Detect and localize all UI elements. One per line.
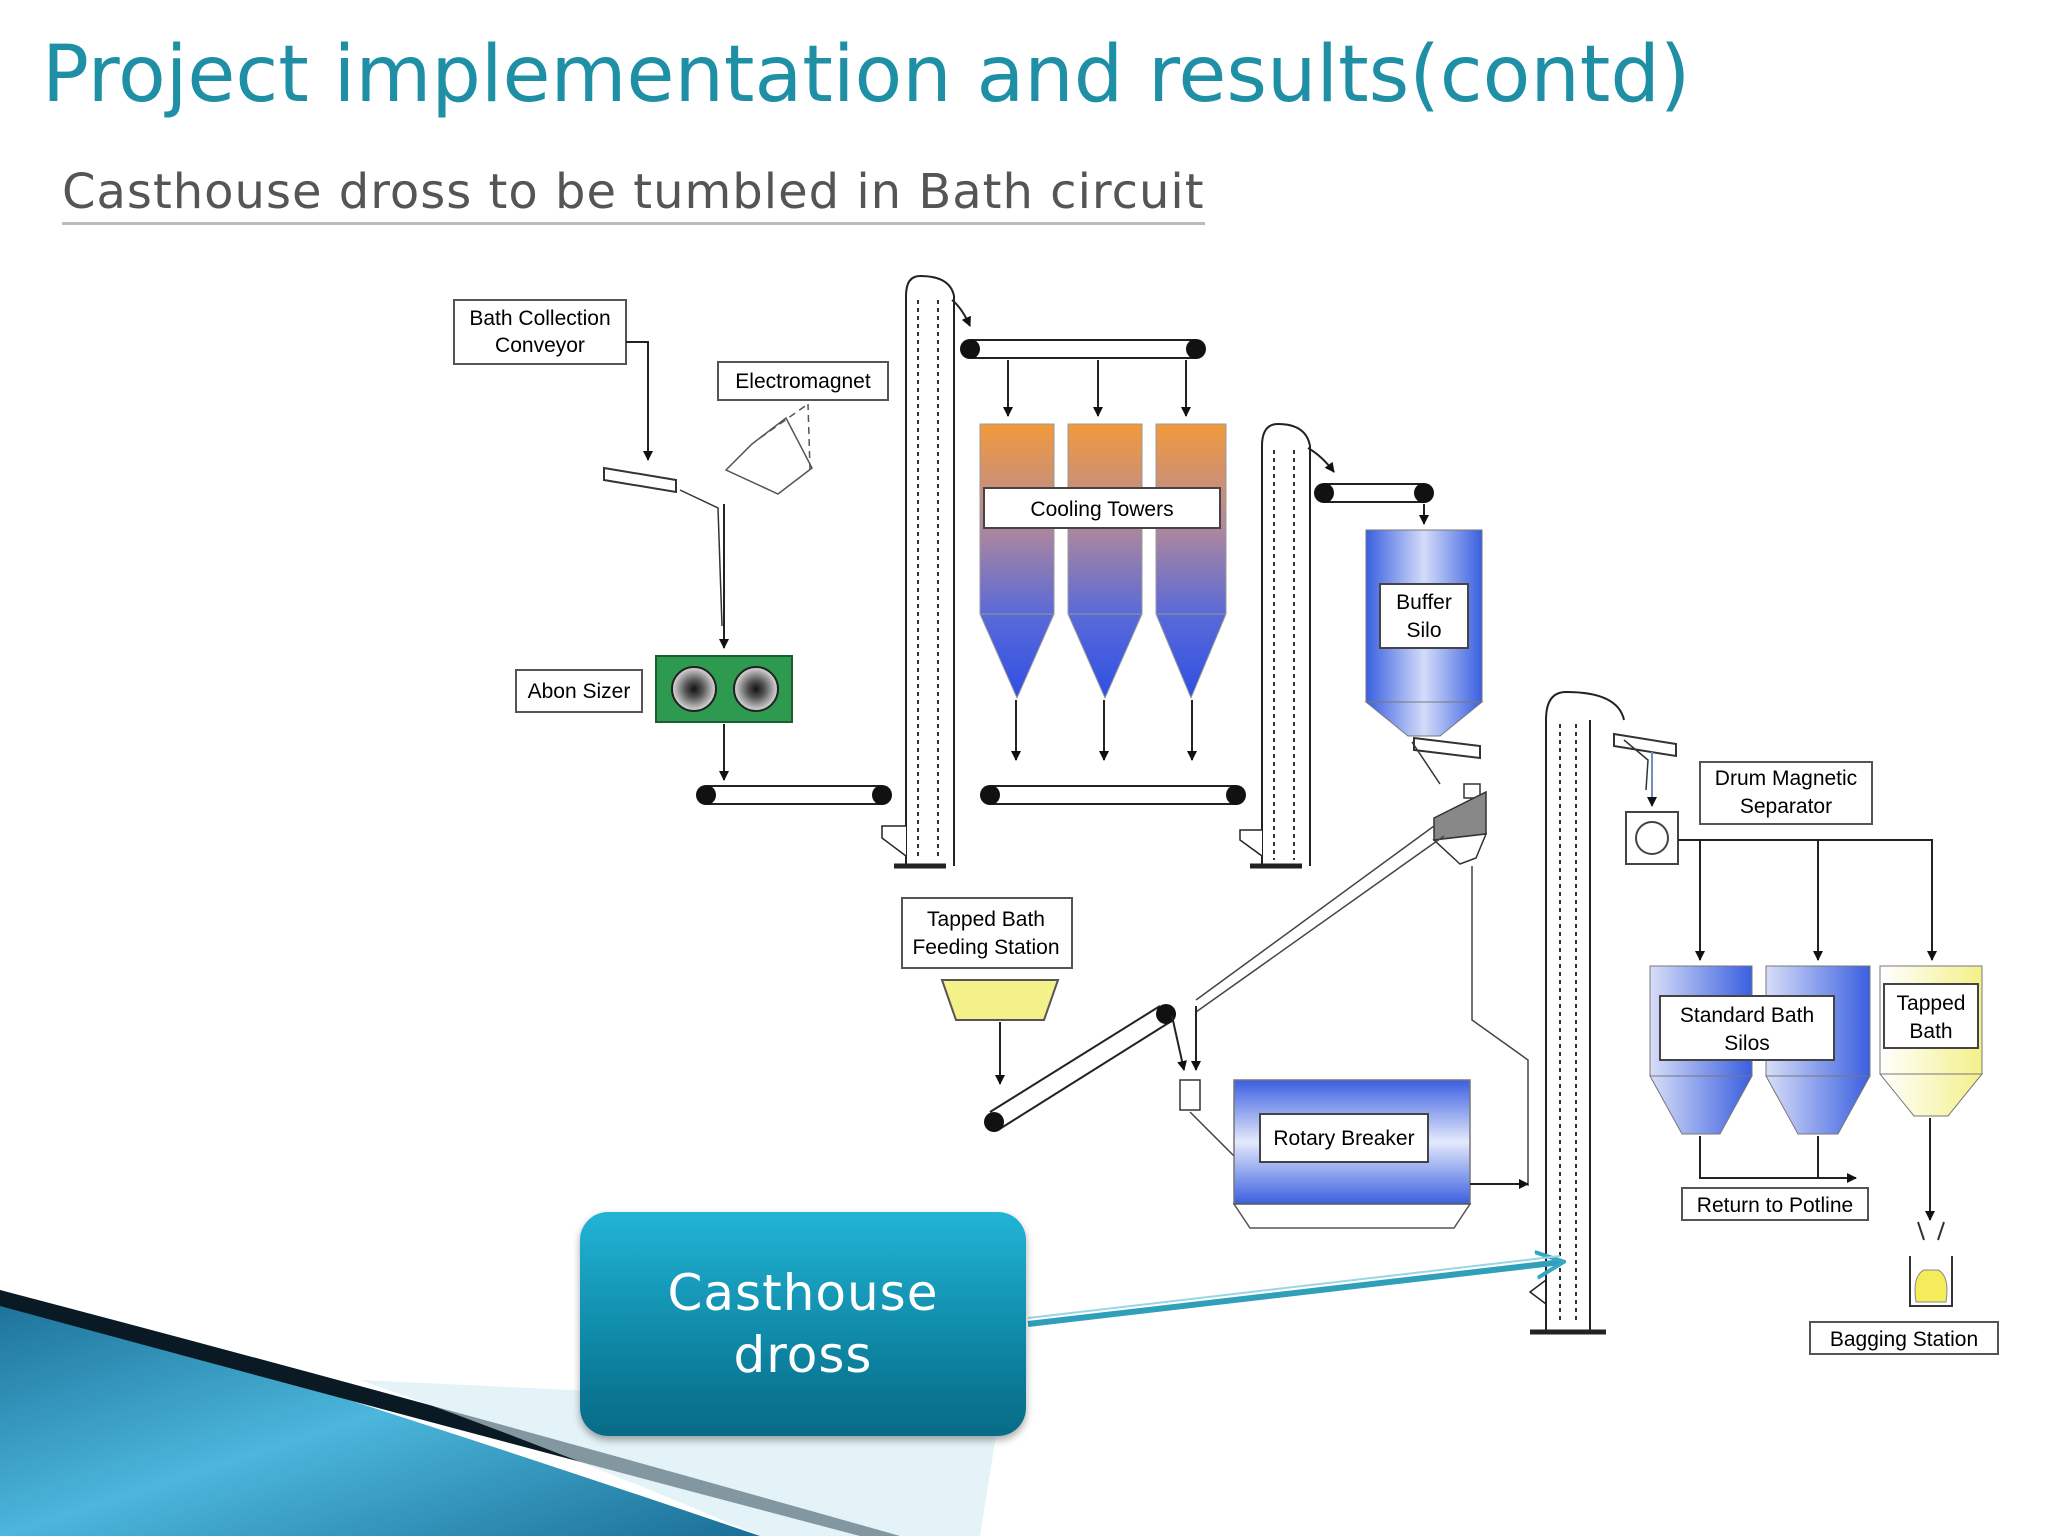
drum-magnetic-separator-label-1: Drum Magnetic [1715,767,1857,790]
buffer-feed-conveyor [1314,483,1434,503]
buffer-silo-label-2: Silo [1406,619,1441,642]
bucket-elevator-2 [1239,422,1335,869]
electromagnet-label: Electromagnet [735,370,871,393]
buffer-silo: Buffer Silo [1364,529,1484,737]
screen-splitter [1432,783,1488,865]
electromagnet: Electromagnet [717,361,889,495]
casthouse-dross-arrow [1027,1262,1562,1327]
rotary-breaker-label: Rotary Breaker [1273,1127,1414,1150]
rotary-breaker: Rotary Breaker [1232,1079,1472,1229]
return-to-potline: Return to Potline [1681,1187,1869,1221]
standard-bath-silos: Standard Bath Silos [1649,965,1871,1135]
drum-magnetic-separator-label-2: Separator [1740,795,1832,818]
bath-collection-conveyor-label-1: Bath Collection [469,307,610,330]
bath-collection-conveyor: Bath Collection Conveyor [453,299,627,365]
tapped-bath-silo: Tapped Bath [1878,965,1984,1117]
conveyor-belt-2 [980,785,1246,805]
tapped-bath-label-2: Bath [1909,1020,1952,1043]
standard-bath-silos-label-2: Silos [1724,1032,1770,1055]
bucket-elevator-1 [881,274,971,869]
abon-sizer-label: Abon Sizer [528,680,631,703]
cooling-towers-label: Cooling Towers [1030,498,1173,521]
abon-sizer: Abon Sizer [515,655,793,723]
slide-subtitle: Casthouse dross to be tumbled in Bath ci… [62,164,1205,225]
tapped-bath-feeding-station-label-2: Feeding Station [912,936,1059,959]
bath-collection-conveyor-label-2: Conveyor [495,334,585,357]
inclined-conveyor [984,1004,1176,1132]
slide-title: Project implementation and results(contd… [42,30,1691,120]
casthouse-dross-callout-text: Casthouse dross [667,1264,939,1384]
standard-bath-silos-label-1: Standard Bath [1680,1004,1814,1027]
tapped-bath-feeding-station: Tapped Bath Feeding Station [901,897,1073,1021]
drum-magnetic-separator: Drum Magnetic Separator [1625,761,1873,865]
bagging-station: Bagging Station [1809,1221,1999,1355]
return-to-potline-label: Return to Potline [1697,1194,1853,1217]
cooling-towers: Cooling Towers [979,423,1227,700]
conveyor-belt-1 [696,785,892,805]
bagging-station-label: Bagging Station [1830,1328,1978,1351]
tapped-bath-feeding-station-label-1: Tapped Bath [927,908,1045,931]
bucket-elevator-3 [1528,690,1625,1335]
casthouse-dross-callout: Casthouse dross [580,1212,1026,1436]
buffer-silo-label-1: Buffer [1396,591,1452,614]
cooling-feed-conveyor [960,339,1206,359]
tapped-bath-label-1: Tapped [1897,992,1966,1015]
